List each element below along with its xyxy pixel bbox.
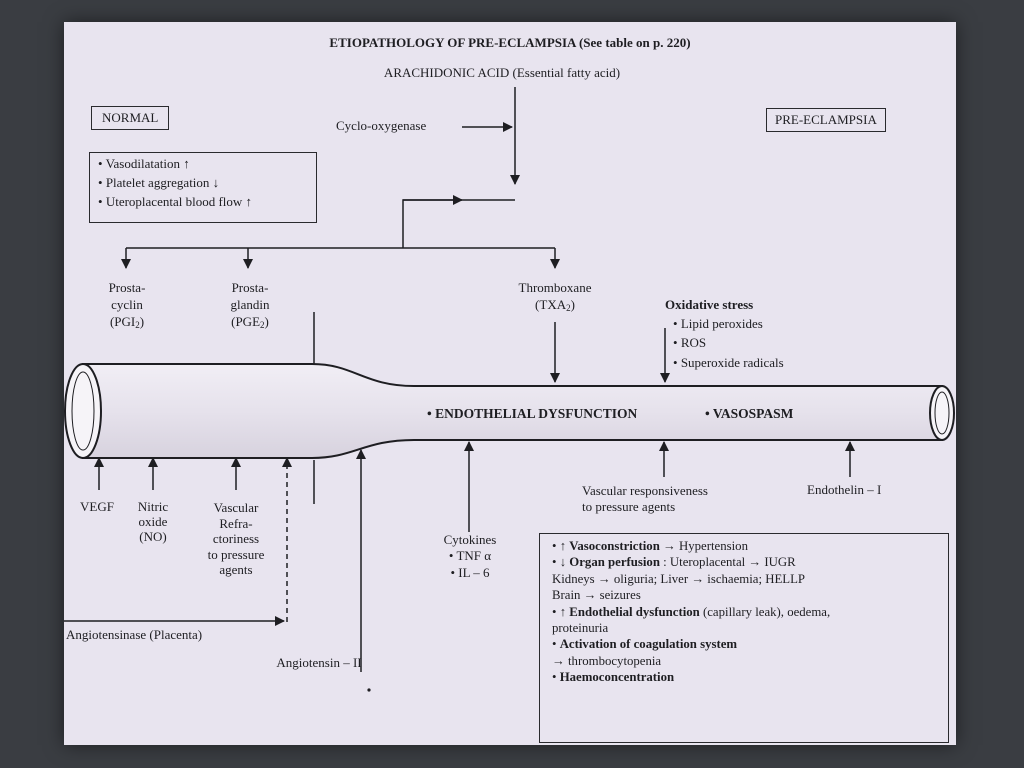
normal-effect-item: • Vasodilatation ↑ xyxy=(98,156,190,171)
title-note: (See table on p. 220) xyxy=(578,35,691,50)
cyclooxygenase-label: Cyclo-oxygenase xyxy=(336,118,427,133)
consequence-item: • ↓ Organ perfusion : Uteroplacental → I… xyxy=(552,555,806,603)
endothelin-label: Endothelin – I xyxy=(807,482,882,497)
oxidative-item: • ROS xyxy=(673,335,707,351)
vessel-lumen-right xyxy=(929,385,955,441)
arachidonic-acid-label: ARACHIDONIC ACID (Essential fatty acid) xyxy=(383,65,621,80)
oxidative-stress-block: Oxidative stress • Lipid peroxides • ROS… xyxy=(665,295,784,372)
normal-effect-item: • Platelet aggregation ↓ xyxy=(98,174,220,190)
cytokine-item: • TNF α xyxy=(448,548,492,564)
normal-effect-item: • Uteroplacental blood flow ↑ xyxy=(98,193,253,209)
prostaglandin-label: Prosta- glandin (PGE2) xyxy=(230,280,270,330)
vascular-refractoriness-label: Vascular Refra- ctoriness to pressure ag… xyxy=(207,500,265,578)
normal-label-box: NORMAL xyxy=(91,106,170,130)
prostacyclin-label: Prosta- cyclin (PGI2) xyxy=(108,280,146,330)
vegf-label: VEGF xyxy=(80,499,114,514)
consequence-item: • Activation of coagulation system → thr… xyxy=(552,637,738,668)
angiotensinase-label: Angiotensinase (Placenta) xyxy=(66,627,203,642)
thromboxane-label: Thromboxane (TXA2) xyxy=(518,280,592,313)
consequence-item: • ↑ Vasoconstriction → Hypertension xyxy=(552,539,748,553)
consequence-item: • Haemoconcentration xyxy=(552,670,675,684)
preeclampsia-label-box: PRE-ECLAMPSIA xyxy=(766,108,886,132)
oxidative-item: • Lipid peroxides xyxy=(673,316,763,332)
cytokines-title: Cytokines xyxy=(443,532,497,547)
oxidative-stress-title: Oxidative stress xyxy=(665,297,754,312)
vessel-lumen-left xyxy=(64,363,102,459)
vascular-responsiveness-label: Vascular responsiveness to pressure agen… xyxy=(582,483,708,514)
normal-effects-list: • Vasodilatation ↑ • Platelet aggregatio… xyxy=(98,155,308,212)
blood-vessel-tube xyxy=(64,363,955,459)
endothelial-dysfunction-label: • ENDOTHELIAL DYSFUNCTION xyxy=(427,406,638,421)
normal-effects-box: • Vasodilatation ↑ • Platelet aggregatio… xyxy=(89,152,317,223)
nitric-oxide-label: Nitric oxide (NO) xyxy=(137,499,169,544)
vasospasm-label: • VASOSPASM xyxy=(705,406,794,421)
angiotensin-label: Angiotensin – II xyxy=(276,655,362,670)
branch-connector xyxy=(402,199,515,248)
normal-label: NORMAL xyxy=(102,110,159,125)
diagram-title: ETIOPATHOLOGY OF PRE-ECLAMPSIA (See tabl… xyxy=(329,35,691,50)
cytokines-block: Cytokines • TNF α • IL – 6 xyxy=(444,532,497,581)
diagram-page: ETIOPATHOLOGY OF PRE-ECLAMPSIA (See tabl… xyxy=(64,22,956,745)
oxidative-item: • Superoxide radicals xyxy=(673,354,784,370)
preeclampsia-label: PRE-ECLAMPSIA xyxy=(775,112,877,127)
consequences-box: • ↑ Vasoconstriction → Hypertension • ↓ … xyxy=(539,533,949,743)
diagram-artwork xyxy=(64,87,955,692)
consequence-item: • ↑ Endothelial dysfunction (capillary l… xyxy=(552,604,831,635)
cytokine-item: • IL – 6 xyxy=(450,564,490,580)
